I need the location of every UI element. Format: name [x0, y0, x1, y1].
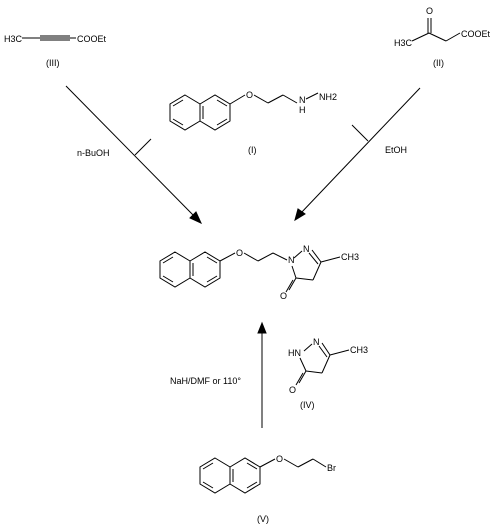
product-naphthalene: [159, 251, 221, 288]
product-n2: N: [303, 244, 310, 254]
ii-ester: COOEt: [461, 29, 491, 39]
ii-label: (II): [433, 58, 444, 68]
compound-ii: O H3C COOEt (II): [394, 6, 491, 68]
ii-ch3: H3C: [394, 38, 413, 48]
iii-label: (III): [46, 58, 60, 68]
arrow-bottom: NaH/DMF or 110°: [170, 321, 267, 428]
v-br: Br: [327, 463, 336, 473]
product-ch3: CH3: [341, 252, 359, 262]
arrow-right: EtOH: [294, 87, 421, 222]
i-nh: H: [299, 105, 306, 115]
v-label: (V): [257, 514, 269, 524]
compound-iv: HN N CH3 O (IV): [288, 337, 368, 410]
i-n: N: [299, 95, 306, 105]
iv-label: (IV): [300, 400, 315, 410]
ii-o: O: [426, 6, 433, 16]
i-o: O: [246, 90, 253, 100]
compound-v: O Br (V): [199, 454, 336, 524]
condition-bottom: NaH/DMF or 110°: [170, 376, 241, 386]
iv-hn: HN: [288, 348, 301, 358]
i-naphthalene: [169, 94, 231, 131]
v-o: O: [276, 454, 283, 464]
condition-right: EtOH: [385, 145, 407, 155]
product-carbonyl-o: O: [280, 291, 287, 301]
product-n1: N: [288, 255, 295, 265]
i-label: (I): [248, 145, 257, 155]
compound-iii: H3C COOEt (III): [4, 34, 107, 68]
arrow-left: n-BuOH: [65, 85, 203, 225]
compound-i: O N H NH2 (I): [169, 90, 337, 155]
v-naphthalene: [199, 457, 261, 494]
product-o-ether: O: [236, 248, 243, 258]
i-nh2: NH2: [319, 92, 337, 102]
iv-n: N: [313, 337, 320, 347]
compound-product: O N N CH3 O: [159, 244, 359, 301]
condition-left: n-BuOH: [77, 148, 110, 158]
iv-o: O: [289, 385, 296, 395]
iii-ch3: H3C: [4, 34, 23, 44]
iii-ester: COOEt: [77, 34, 107, 44]
iv-ch3: CH3: [350, 345, 368, 355]
